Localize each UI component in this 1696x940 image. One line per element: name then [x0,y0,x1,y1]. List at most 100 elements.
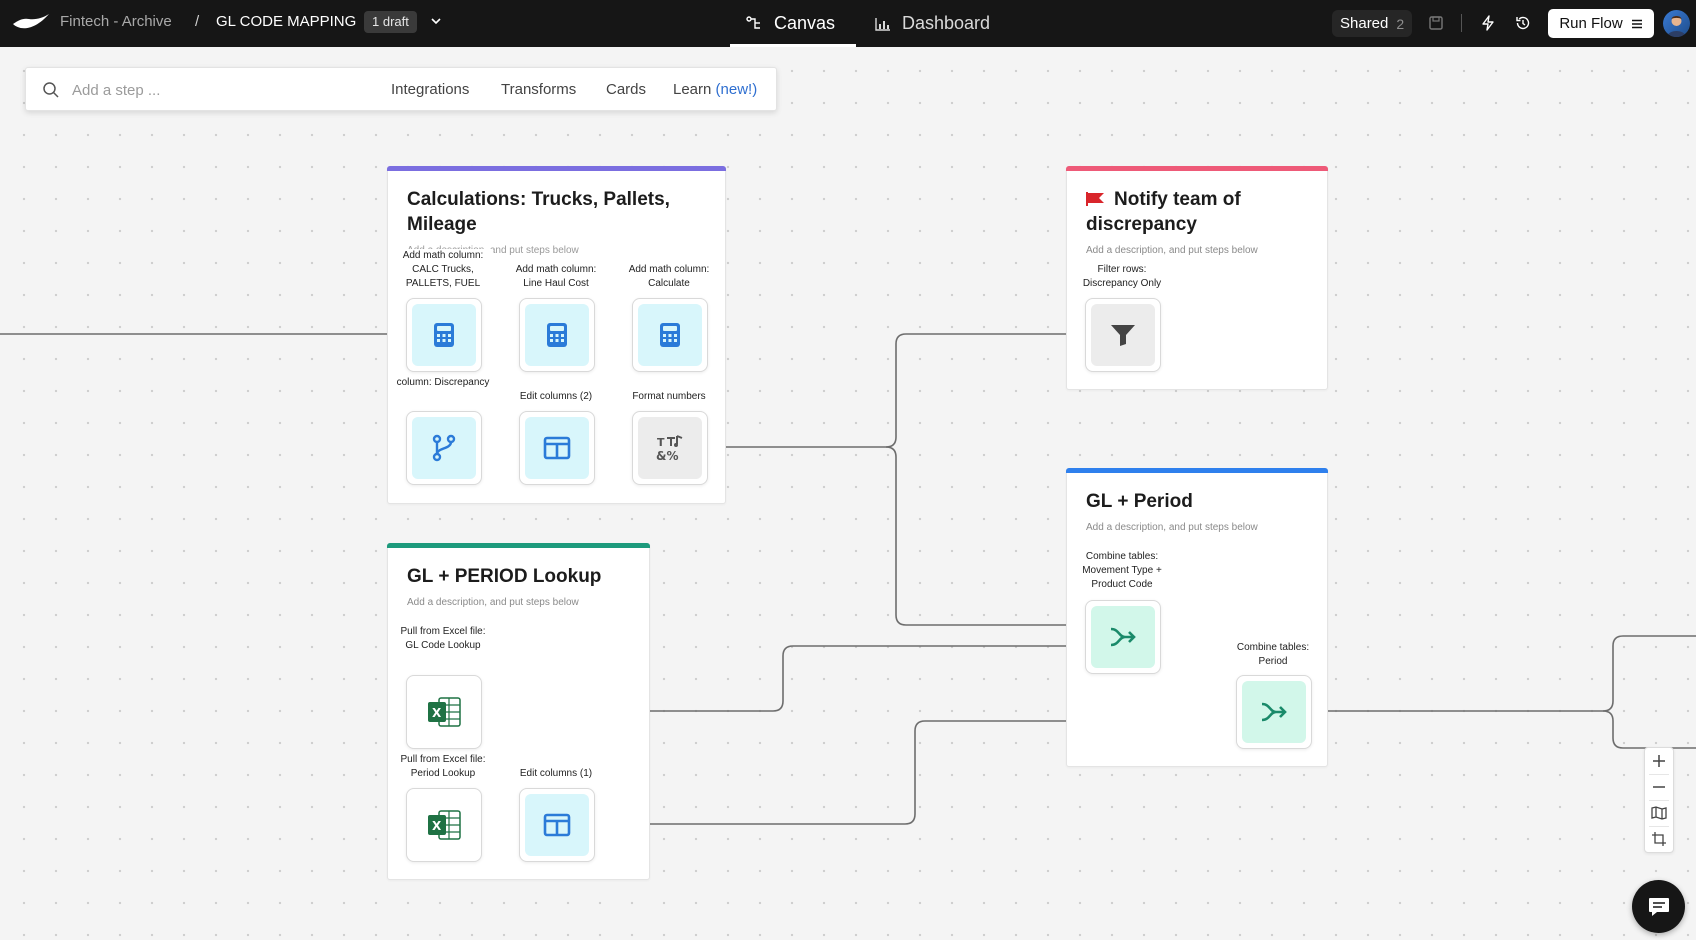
canvas-icon [746,15,760,29]
svg-text:X: X [432,819,442,833]
step-label: Edit columns (2) [519,391,593,402]
crop-icon [1652,832,1666,846]
card-description[interactable]: Add a description, and put steps below [1086,522,1258,533]
step-label: Edit columns (1) [519,768,593,779]
tab-canvas[interactable]: Canvas [730,0,856,47]
step-label: Pull from Excel file: Period Lookup [400,754,486,779]
breadcrumb-workspace[interactable]: Fintech - Archive [60,13,172,30]
card-title[interactable]: GL + Period [1086,491,1193,512]
card-accent [387,543,650,548]
format-numbers-icon: T &% [656,435,683,462]
svg-text:X: X [432,706,442,720]
step-pull-excel-period-lookup[interactable]: X [406,788,482,862]
bar-chart-icon [875,17,890,31]
top-bar: Fintech - Archive / GL CODE MAPPING 1 dr… [0,0,1696,47]
excel-icon: X [428,697,461,727]
columns-icon [543,813,571,837]
zoom-controls [1644,747,1674,853]
card-title[interactable]: Calculations: Trucks, Pallets, Mileage [407,189,670,235]
zoom-out-button[interactable] [1645,774,1673,800]
minus-icon [1653,786,1665,788]
chevron-down-icon[interactable] [428,13,444,29]
fit-view-button[interactable] [1645,826,1673,852]
avatar[interactable] [1663,10,1690,37]
shared-label: Shared [1340,15,1389,32]
learn-new-badge: (new!) [715,81,758,98]
tab-canvas-label: Canvas [774,13,836,33]
excel-icon: X [428,810,461,840]
card-notify-team[interactable]: Notify team of discrepancy Add a descrip… [1066,166,1328,390]
step-label: Combine tables: Movement Type + Product … [1082,551,1162,590]
card-gl-period[interactable]: GL + Period Add a description, and put s… [1066,468,1328,767]
card-description[interactable]: Add a description, and put steps below [1086,245,1258,256]
cards-link[interactable]: Cards [606,81,647,98]
tab-dashboard-label: Dashboard [902,13,991,33]
step-add-math-column-line-haul[interactable] [519,298,595,372]
svg-text:&%: &% [656,449,679,462]
filter-icon [1111,325,1135,346]
step-label: Add math column: CALC Trucks, PALLETS, F… [393,249,493,291]
flow-canvas[interactable] [0,47,1696,940]
transforms-link[interactable]: Transforms [501,81,577,98]
zoom-in-button[interactable] [1645,748,1673,774]
menu-icon [1631,19,1642,28]
svg-text:T: T [657,436,665,449]
save-icon[interactable] [1427,14,1445,32]
step-edit-columns-1[interactable] [519,788,595,862]
chat-icon [1648,897,1669,916]
branch-icon [432,434,456,462]
lightning-icon[interactable] [1479,14,1497,32]
step-pull-excel-gl-code[interactable]: X [406,675,482,749]
step-add-math-column-calculate[interactable] [632,298,708,372]
map-icon [1651,806,1667,820]
card-accent [1066,166,1328,171]
add-step-input[interactable] [72,78,372,102]
breadcrumb-separator: / [195,13,200,30]
step-label: Filter rows: Discrepancy Only [1082,264,1162,289]
merge-icon [1261,702,1287,722]
step-format-numbers[interactable]: T &% [632,411,708,485]
step-column-discrepancy[interactable] [406,411,482,485]
history-icon[interactable] [1514,14,1532,32]
shared-button[interactable]: Shared 2 [1332,10,1413,37]
toolbar-divider [1461,14,1462,32]
shared-count: 2 [1396,15,1405,32]
card-title[interactable]: GL + PERIOD Lookup [407,566,602,587]
step-edit-columns-2[interactable] [519,411,595,485]
plus-icon [1653,755,1665,767]
step-label: column: Discrepancy [396,377,490,388]
card-calculations[interactable]: Calculations: Trucks, Pallets, Mileage A… [387,166,726,504]
calculator-icon [660,323,680,347]
integrations-link[interactable]: Integrations [391,81,470,98]
step-label: Format numbers [632,391,706,402]
calculator-icon [434,323,454,347]
flag-icon [1086,192,1104,206]
run-flow-label: Run Flow [1559,15,1623,32]
minimap-button[interactable] [1645,800,1673,826]
step-label: Combine tables: Period [1236,642,1310,667]
step-combine-tables-period[interactable] [1236,675,1312,749]
merge-icon [1110,627,1136,647]
card-accent [387,166,726,171]
step-filter-rows[interactable] [1085,298,1161,372]
search-icon [43,82,59,98]
learn-link[interactable]: Learn (new!) [673,81,757,98]
columns-icon [543,436,571,460]
step-combine-tables-movement[interactable] [1085,600,1161,674]
run-flow-button[interactable]: Run Flow [1548,9,1654,38]
draft-badge[interactable]: 1 draft [364,11,417,33]
breadcrumb-flow-name[interactable]: GL CODE MAPPING [216,13,357,30]
card-gl-period-lookup[interactable]: GL + PERIOD Lookup Add a description, an… [387,543,650,880]
tab-dashboard[interactable]: Dashboard [874,0,990,47]
step-label: Add math column: Line Haul Cost [515,264,597,289]
learn-label: Learn [673,81,712,98]
card-description[interactable]: Add a description, and put steps below [407,597,579,608]
calculator-icon [547,323,567,347]
add-step-search-bar: Integrations Transforms Cards Learn (new… [25,67,777,111]
app-logo[interactable] [11,10,51,34]
step-add-math-column-calc[interactable] [406,298,482,372]
card-title[interactable]: Notify team of discrepancy [1086,189,1241,235]
chat-button[interactable] [1632,880,1685,933]
step-label: Pull from Excel file: GL Code Lookup [400,626,486,651]
step-label: Add math column: Calculate [628,264,710,289]
